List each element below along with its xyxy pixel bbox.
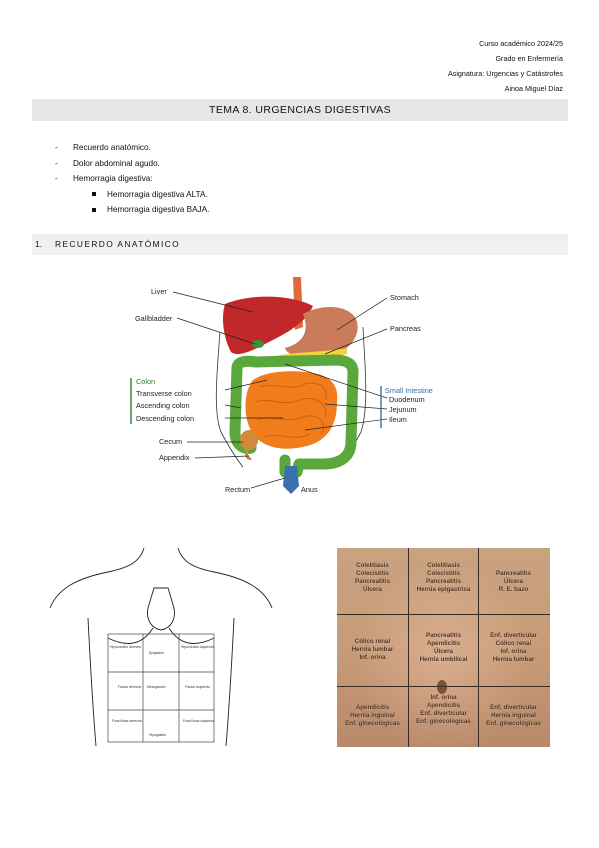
label-duodenum: Duodenum	[389, 395, 425, 404]
grid-line	[478, 548, 479, 747]
region-label: Mesogastrio	[147, 685, 166, 689]
small-intestine	[245, 371, 338, 449]
label-ascending-colon: Ascending colon	[136, 401, 190, 410]
rectum	[283, 466, 299, 494]
header-degree: Grado en Enfermería	[495, 54, 563, 63]
skin-shading	[337, 548, 550, 747]
body-outline	[215, 331, 244, 468]
label-appendix: Appendix	[159, 453, 190, 462]
label-descending-colon: Descending colon	[136, 414, 194, 423]
label-cecum: Cecum	[159, 437, 182, 446]
region-grid	[107, 633, 215, 743]
liver	[223, 296, 313, 355]
label-rectum: Rectum	[225, 485, 250, 494]
grid-line	[408, 548, 409, 747]
leader-lines	[172, 291, 388, 489]
region-label: Hipocondrio derecho	[110, 645, 141, 649]
header-subject: Asignatura: Urgencias y Catástrofes	[447, 69, 563, 78]
region-label: Hipogastrio	[149, 733, 166, 737]
grid-line	[337, 686, 550, 687]
list-subitem: Hemorragia digestiva ALTA.	[55, 187, 209, 203]
stomach	[285, 307, 358, 359]
region-label: Flanco izquierdo	[185, 685, 210, 689]
list-subitem: Hemorragia digestiva BAJA.	[55, 202, 209, 218]
abdominal-regions-diagram: Hipocondrio derecho Epigastrio Hipocondr…	[49, 548, 273, 746]
list-item: -Dolor abdominal agudo.	[55, 158, 160, 168]
document-header: Curso académico 2024/25 Grado en Enferme…	[448, 36, 563, 96]
label-jejunum: Jejunum	[389, 405, 417, 414]
label-pancreas: Pancreas	[390, 324, 421, 333]
label-small-intestine: Small Intestine	[385, 386, 433, 395]
label-transverse-colon: Transverse colon	[136, 389, 192, 398]
section-title: RECUERDO ANATÓMICO	[55, 239, 181, 249]
topic-outline: -Recuerdo anatómico. -Dolor abdominal ag…	[55, 140, 209, 218]
label-anus: Anus	[301, 485, 318, 494]
section-number: 1.	[35, 239, 42, 249]
grid-line	[337, 614, 550, 615]
navel	[437, 680, 447, 694]
label-colon: Colon	[136, 377, 155, 386]
appendix	[245, 449, 253, 460]
digestive-anatomy-diagram: Liver Gallbladder Stomach Pancreas Colon…	[130, 277, 433, 494]
page-title: TEMA 8. URGENCIAS DIGESTIVAS	[32, 99, 568, 121]
label-stomach: Stomach	[390, 293, 419, 302]
region-label: Hipocondrio izquierdo	[181, 645, 214, 649]
list-item: -Hemorragia digestiva:	[55, 174, 153, 183]
cecum	[240, 430, 258, 450]
region-label: Flanco derecho	[118, 685, 141, 689]
torso-outline	[49, 548, 273, 746]
label-ileum: Ileum	[389, 415, 407, 424]
section-heading: 1. RECUERDO ANATÓMICO	[32, 234, 568, 255]
header-author: Ainoa Miguel Díaz	[504, 84, 563, 93]
list-item: -Recuerdo anatómico.	[55, 143, 151, 152]
header-course-year: Curso académico 2024/25	[479, 39, 563, 48]
region-label: Epigastrio	[149, 651, 164, 655]
label-gallbladder: Gallbladder	[135, 314, 173, 323]
square-bullet-icon	[92, 207, 96, 212]
region-label: Fosa ilíaca derecha	[112, 719, 142, 723]
label-liver: Liver	[151, 287, 167, 296]
gallbladder	[252, 340, 264, 348]
region-label: Fosa ilíaca izquierda	[183, 719, 214, 723]
square-bullet-icon	[92, 192, 96, 197]
